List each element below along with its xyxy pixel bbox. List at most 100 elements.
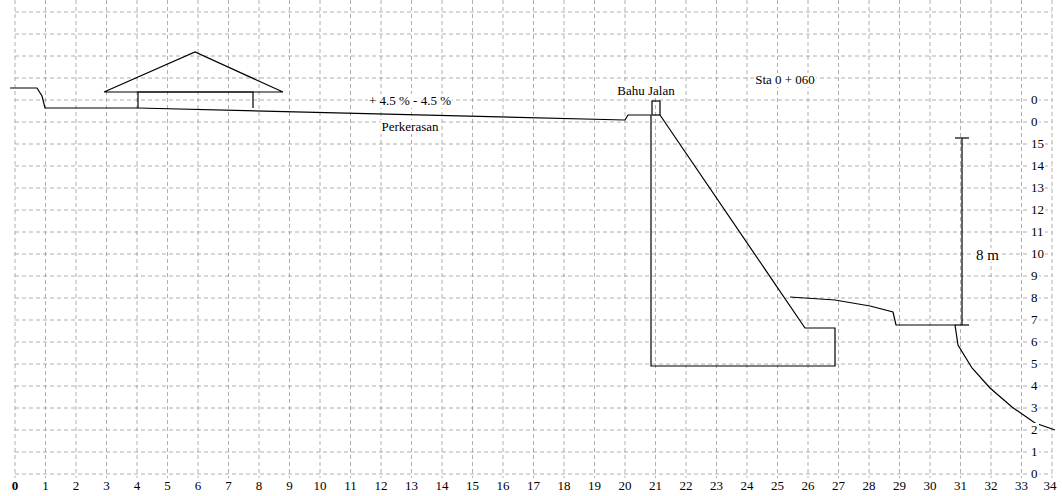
grid-line xyxy=(381,0,382,478)
distance-number: 8 xyxy=(255,479,264,493)
elevation-number: 9 xyxy=(1030,269,1039,283)
retaining-wall xyxy=(651,115,835,366)
distance-number: 5 xyxy=(163,479,172,493)
elevation-number: 0 xyxy=(1030,115,1039,129)
shoulder-label: Bahu Jalan xyxy=(616,84,675,98)
elevation-number: 15 xyxy=(1030,137,1045,151)
distance-number: 34 xyxy=(1043,479,1058,493)
grid-line xyxy=(15,386,1052,387)
distance-number: 31 xyxy=(953,479,968,493)
road-section xyxy=(10,52,1055,430)
distance-number: 7 xyxy=(224,479,233,493)
distance-number: 2 xyxy=(72,479,81,493)
dimension-tick xyxy=(955,137,969,138)
grid-line xyxy=(15,100,1052,101)
grid-line xyxy=(15,254,1052,255)
grid-line xyxy=(15,276,1052,277)
distance-number: 29 xyxy=(892,479,907,493)
grid-line xyxy=(960,0,961,478)
grid-line xyxy=(15,320,1052,321)
grid-line xyxy=(15,452,1052,453)
distance-number: 27 xyxy=(831,479,846,493)
elevation-number: 6 xyxy=(1030,335,1039,349)
grid-line xyxy=(15,34,1052,35)
grid-line xyxy=(15,474,1052,475)
distance-number: 33 xyxy=(1014,479,1029,493)
grid-line xyxy=(45,0,46,478)
grid-line xyxy=(869,0,870,478)
grid-line xyxy=(15,122,1052,123)
distance-number: 15 xyxy=(465,479,480,493)
distance-number: 10 xyxy=(313,479,328,493)
elevation-number: 11 xyxy=(1030,225,1045,239)
elevation-number: 13 xyxy=(1030,181,1045,195)
grid-line xyxy=(1052,0,1053,478)
grid-line xyxy=(76,0,77,478)
elevation-number: 8 xyxy=(1030,291,1039,305)
grid-line xyxy=(198,0,199,478)
grid-line xyxy=(137,0,138,478)
distance-number: 14 xyxy=(435,479,450,493)
elevation-number: 12 xyxy=(1030,203,1045,217)
distance-number: 24 xyxy=(740,479,755,493)
pavement-label: Perkerasan xyxy=(380,120,439,134)
grid-line xyxy=(350,0,351,478)
grid-line xyxy=(320,0,321,478)
grid-line xyxy=(716,0,717,478)
distance-number: 20 xyxy=(618,479,633,493)
dimension-tick xyxy=(955,324,969,325)
house-roof xyxy=(104,52,283,92)
elevation-number: 3 xyxy=(1030,401,1039,415)
grid-line xyxy=(15,232,1052,233)
elevation-number: 0 xyxy=(1030,93,1039,107)
grid-line xyxy=(808,0,809,478)
grid-line xyxy=(899,0,900,478)
grid-line xyxy=(15,56,1052,57)
elevation-number: 5 xyxy=(1030,357,1039,371)
distance-number: 25 xyxy=(770,479,785,493)
grid-line xyxy=(15,298,1052,299)
grid-line xyxy=(594,0,595,478)
distance-number: 4 xyxy=(133,479,142,493)
distance-number: 30 xyxy=(923,479,938,493)
grid-line xyxy=(503,0,504,478)
grid-line xyxy=(564,0,565,478)
grid-line xyxy=(625,0,626,478)
house-wall xyxy=(138,92,253,108)
road-surface xyxy=(10,88,651,120)
distance-number: 26 xyxy=(801,479,816,493)
grid-line xyxy=(228,0,229,478)
distance-number: 6 xyxy=(194,479,203,493)
distance-number: 32 xyxy=(984,479,999,493)
grid-line xyxy=(15,78,1052,79)
natural-ground xyxy=(790,297,1055,430)
dimension-line xyxy=(961,138,962,325)
elevation-number: 0 xyxy=(1030,467,1039,481)
grid-line xyxy=(15,430,1052,431)
distance-number: 16 xyxy=(496,479,511,493)
grid-line xyxy=(15,408,1052,409)
elevation-number: 10 xyxy=(1030,247,1045,261)
grid-line xyxy=(15,342,1052,343)
grid xyxy=(15,0,1052,478)
distance-number: 21 xyxy=(648,479,663,493)
elevation-number: 7 xyxy=(1030,313,1039,327)
grid-line xyxy=(15,0,16,478)
grid-line xyxy=(655,0,656,478)
elevation-number: 1 xyxy=(1030,445,1039,459)
grid-line xyxy=(442,0,443,478)
grid-line xyxy=(15,188,1052,189)
grid-line xyxy=(686,0,687,478)
distance-number: 9 xyxy=(285,479,294,493)
slope-note: + 4.5 % - 4.5 % xyxy=(368,94,452,108)
distance-number: 28 xyxy=(862,479,877,493)
distance-number: 11 xyxy=(343,479,358,493)
grid-line xyxy=(533,0,534,478)
grid-line xyxy=(991,0,992,478)
distance-number: 13 xyxy=(404,479,419,493)
distance-number: 17 xyxy=(526,479,541,493)
distance-number: 1 xyxy=(41,479,50,493)
distance-number: 12 xyxy=(374,479,389,493)
distance-number: 19 xyxy=(587,479,602,493)
